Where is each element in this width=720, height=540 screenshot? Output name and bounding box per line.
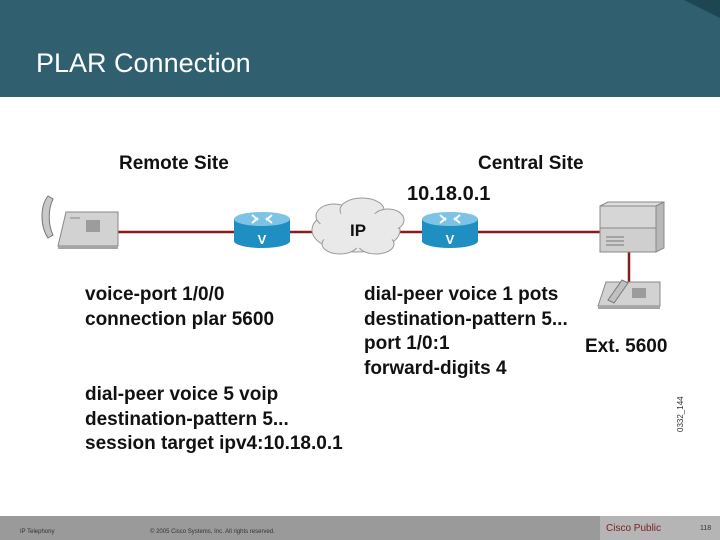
cloud-label: IP (350, 221, 366, 240)
remote-phone-icon (41, 195, 119, 249)
ip-address-label: 10.18.0.1 (407, 183, 491, 205)
config-line: dial-peer voice 5 voip (85, 384, 279, 405)
title-bar-corner (684, 0, 720, 18)
config-line: voice-port 1/0/0 (85, 284, 225, 305)
network-diagram: V IP V (41, 195, 665, 309)
config-line: port 1/0:1 (364, 333, 450, 354)
footer-classification: Cisco Public (606, 523, 662, 534)
central-router-icon: V (422, 212, 478, 248)
central-router-glyph: V (446, 232, 455, 247)
remote-dial-peer-config: dial-peer voice 5 voip destination-patte… (85, 383, 343, 457)
title-bar: PLAR Connection (0, 0, 720, 97)
footer-right-panel (600, 516, 720, 540)
config-line: connection plar 5600 (85, 308, 275, 330)
remote-voice-port-config: voice-port 1/0/0 connection plar 5600 (85, 283, 274, 332)
slide-title: PLAR Connection (36, 48, 251, 78)
figure-id: 0332_144 (676, 396, 685, 432)
remote-site-label: Remote Site (119, 153, 229, 174)
central-phone-icon (597, 279, 661, 309)
extension-label: Ext. 5600 (585, 336, 668, 357)
ip-cloud-icon: IP (311, 197, 405, 255)
footer-course: IP Telephony (20, 529, 55, 535)
footer-bar: IP Telephony © 2005 Cisco Systems, Inc. … (0, 516, 720, 540)
footer-copyright: © 2005 Cisco Systems, Inc. All rights re… (150, 529, 275, 535)
remote-router-icon: V (234, 212, 290, 248)
central-dial-peer-config: dial-peer voice 1 pots destination-patte… (364, 283, 568, 381)
config-line: forward-digits 4 (364, 357, 507, 379)
footer-left-panel (0, 516, 600, 540)
pbx-icon (599, 201, 665, 253)
config-line: destination-pattern 5... (364, 308, 568, 330)
central-site-label: Central Site (478, 153, 584, 174)
config-line: session target ipv4:10.18.0.1 (85, 433, 343, 454)
remote-router-glyph: V (258, 232, 267, 247)
config-line: destination-pattern 5... (85, 408, 289, 430)
config-line: dial-peer voice 1 pots (364, 284, 559, 305)
footer-page-number: 118 (700, 525, 712, 532)
